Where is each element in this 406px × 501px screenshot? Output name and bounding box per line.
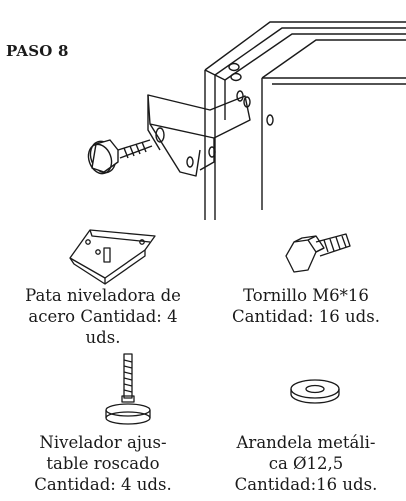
- part-caption-washer: Arandela metáli- ca Ø12,5 Cantidad:16 ud…: [206, 432, 406, 495]
- hex-bolt-icon: [285, 233, 351, 273]
- caption-line: uds.: [85, 328, 121, 347]
- caption-line: Cantidad: 4 uds.: [34, 475, 172, 494]
- caption-line: Tornillo M6*16: [243, 286, 369, 305]
- caption-line: Cantidad:16 uds.: [234, 475, 378, 494]
- caption-line: Pata niveladora de: [25, 286, 181, 305]
- caption-line: ca Ø12,5: [268, 454, 344, 473]
- steel-leveling-foot-icon: [69, 229, 156, 285]
- caption-line: table roscado: [46, 454, 160, 473]
- threaded-leveler-icon: [105, 353, 151, 425]
- step-title: PASO 8: [6, 42, 69, 60]
- part-caption-threaded-leveler: Nivelador ajus- table roscado Cantidad: …: [0, 432, 206, 495]
- part-caption-hex-bolt: Tornillo M6*16 Cantidad: 16 uds.: [206, 285, 406, 327]
- caption-line: Cantidad: 16 uds.: [232, 307, 380, 326]
- washer-icon: [290, 379, 340, 404]
- caption-line: Arandela metáli-: [236, 433, 376, 452]
- caption-line: Nivelador ajus-: [39, 433, 167, 452]
- part-caption-steel-leveling-foot: Pata niveladora de acero Cantidad: 4 uds…: [0, 285, 206, 348]
- caption-line: acero Cantidad: 4: [28, 307, 178, 326]
- assembly-illustration: [87, 21, 406, 220]
